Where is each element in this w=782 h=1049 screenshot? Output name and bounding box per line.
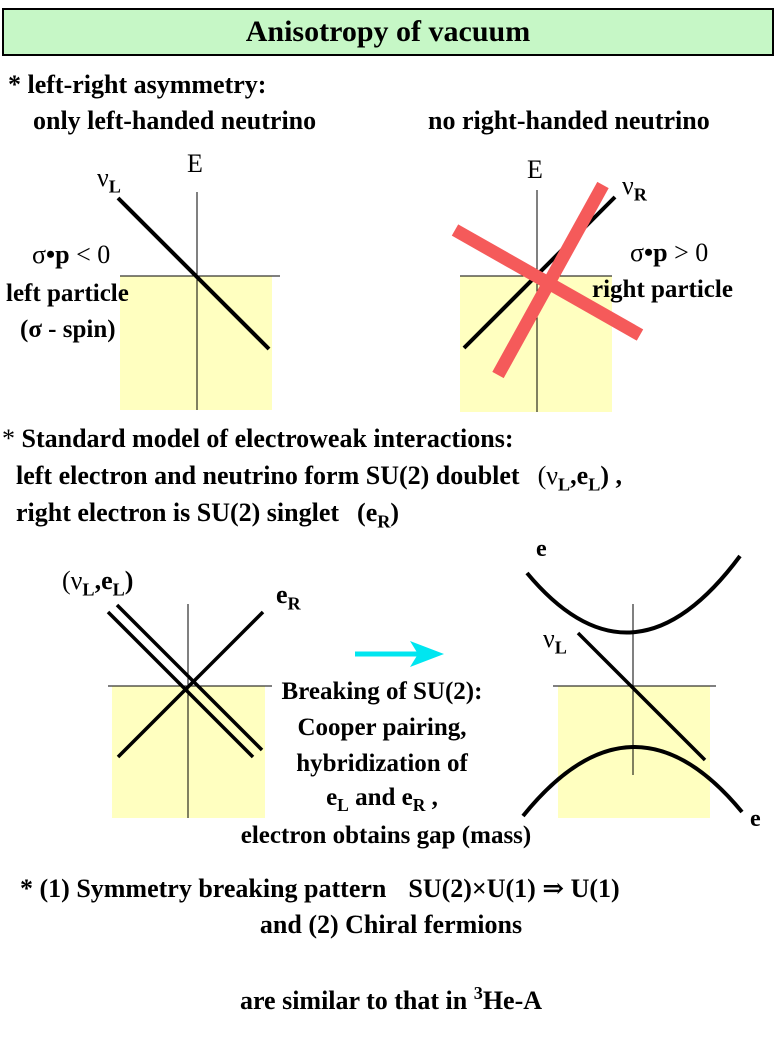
doublet-line-2 (115, 603, 264, 752)
gap-line: electron obtains gap (mass) (240, 822, 532, 849)
doublet-line-1 (106, 610, 255, 759)
caption-no-right-handed: no right-handed neutrino (428, 106, 710, 135)
page-title: Anisotropy of vacuum (2, 8, 774, 56)
left-particle-label: left particle (6, 280, 129, 307)
label-nu-L-bottom: νL (543, 624, 567, 658)
breaking-line-2: Cooper pairing, (297, 714, 467, 741)
sigma-spin-label: (σ - spin) (20, 316, 116, 343)
right-particle-label: right particle (592, 276, 733, 303)
label-e-top: e (536, 536, 547, 562)
lower-gapped-band (521, 745, 744, 818)
label-e-bottom: e (750, 806, 761, 832)
eR-line (116, 610, 265, 759)
breaking-line-3: hybridization of (296, 750, 468, 777)
singlet-sentence: right electron is SU(2) singlet(eR) (16, 498, 400, 532)
label-eR-bottom: eR (276, 580, 301, 614)
bullet-left-right-asymmetry: * left-right asymmetry: (8, 70, 267, 99)
similar-to-He3A-line: are similar to that in 3He-A (239, 983, 543, 1015)
label-nu-R: νR (622, 171, 647, 205)
upper-gapped-band (525, 554, 742, 635)
arrow-head (410, 641, 444, 667)
helicity-negative: σ•p < 0 (32, 240, 111, 269)
axis-label-E-right: E (527, 155, 543, 184)
filled-states-bottom-right (558, 686, 710, 818)
standard-model-heading: * Standard model of electroweak interact… (2, 424, 514, 453)
caption-left-handed: only left-handed neutrino (33, 106, 317, 135)
filled-states-left (120, 276, 272, 410)
doublet-sentence: left electron and neutrino form SU(2) do… (16, 461, 623, 495)
cross-stroke-2 (492, 181, 609, 379)
label-doublet-bottom: (νL,eL) (62, 566, 134, 600)
helicity-positive: σ•p > 0 (630, 238, 709, 267)
chiral-fermions-line: and (2) Chiral fermions (259, 910, 523, 939)
nu-L-dispersion-line (116, 196, 271, 351)
eL-and-eR-line: eL and eR , (326, 784, 438, 816)
nu-L-line-bottom (576, 631, 707, 762)
label-nu-L: νL (97, 163, 121, 197)
axis-label-E-left: E (187, 149, 203, 178)
breaking-line-1: Breaking of SU(2): (281, 678, 483, 705)
